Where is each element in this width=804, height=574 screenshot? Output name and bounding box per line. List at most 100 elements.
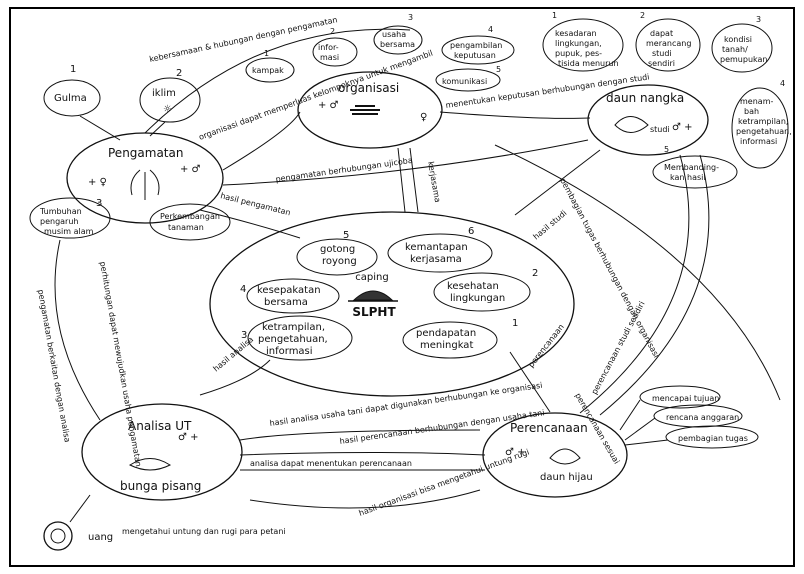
kesehatan-node: kesehatan lingkungan 2 [433,268,538,312]
merancang-label-3: studi [652,49,672,58]
gulma-label: Gulma [54,93,87,104]
male-symbols: + ♂ [180,164,201,175]
edge-label-12: analisa dapat menentukan perencanaan [250,459,412,468]
green-leaf-icon [549,448,581,465]
kesadaran-label-2: lingkungan, [555,39,602,48]
menambah-label-2: bah [744,107,759,116]
group-icon [350,105,380,115]
perkembangan-node: Perkembangan tanaman [149,203,231,241]
organisasi-node: organisasi + ♂ ♀ [297,71,443,149]
merancang-label-4: sendiri [648,59,675,68]
usaha-num: 3 [408,13,413,22]
kampak-num: 1 [264,49,269,58]
komunikasi-label: komunikasi [442,77,487,86]
leaf-icon [614,116,649,133]
kesepakatan-label-1: kesepakatan [257,285,321,296]
pembagian-label: pembagian tugas [678,434,748,443]
kampak-label: kampak [252,66,284,75]
caping-label: caping [355,272,388,283]
daun-nangka-label: daun nangka [606,91,684,105]
kemantapan-label-2: kerjasama [410,254,462,265]
dapat-merancang-node: dapat merancang studi sendiri [635,18,701,72]
kesadaran-node: kesadaran lingkungan, pupuk, pes- tisida… [542,18,624,72]
pendapatan-label-2: meningkat [420,340,473,351]
membandingkan-label-2: kan hasil [670,173,706,182]
pengambilan-node: pengambilan keputusan [441,35,515,65]
tumbuhan-label-3: musim alam [44,227,94,236]
banana-flower-icon [128,458,172,471]
kesehatan-label-1: kesehatan [447,281,499,292]
mencapai-label: mencapai tujuan [652,394,719,403]
membandingkan-node: Membanding- kan hasil [652,155,738,189]
tumbuhan-label-1: Tumbuhan [39,207,82,216]
kondisi-num: 3 [756,15,761,24]
menambah-num: 4 [780,79,785,88]
gulma-node: Gulma 1 [43,64,101,117]
analisa-symbols: ♂ + [178,432,199,443]
diagram-frame [9,7,795,567]
menambah-label-5: informasi [740,137,777,146]
ketrampilan-label-3: informasi [266,346,313,357]
central-ellipse [209,211,575,397]
studi-label: studi [650,125,670,134]
membandingkan-num: 5 [664,145,669,154]
iklim-node: iklim ☼ 2 [139,68,201,123]
organisasi-label: organisasi [338,81,399,95]
kesadaran-label-4: tisida menurun [558,59,619,68]
kesadaran-label-1: kesadaran [555,29,597,38]
menambah-label-3: ketrampilan, [738,117,788,126]
pengambilan-label-1: pengambilan [450,41,502,50]
gotong-royong-num: 5 [343,230,349,241]
usaha-label-1: usaha [382,30,406,39]
informasi-org-num: 2 [330,27,335,36]
mencapai-node: mencapai tujuan [639,385,721,409]
plant-icon [130,169,160,200]
organisasi-symbols-right: ♀ [420,112,427,123]
perencanaan-node: Perencanaan ♂ + daun hijau [482,412,628,498]
pendapatan-num: 1 [512,318,518,329]
kondisi-label-3: pemupukan [720,55,767,64]
analisa-node: Analisa UT ♂ + bunga pisang [81,403,243,501]
slpht-label: SLPHT [352,305,396,319]
usaha-label-2: bersama [380,40,415,49]
uang-node: uang mengetahui untung dan rugi para pet… [43,521,286,551]
uang-note: mengetahui untung dan rugi para petani [122,527,286,536]
pendapatan-label-1: pendapatan [416,328,476,339]
informasi-org-label-1: infor- [318,43,339,52]
gotong-royong-label-2: royong [322,256,357,267]
perencanaan-label: Perencanaan [510,421,588,435]
kesepakatan-label-2: bersama [264,297,308,308]
rencana-label: rencana anggaran [666,413,739,422]
ketrampilan-num: 3 [241,330,247,341]
daun-nangka-node: daun nangka studi ♂ + [587,84,709,156]
merancang-num: 2 [640,11,645,20]
membandingkan-label-1: Membanding- [664,163,719,172]
tumbuhan-label-2: pengaruh [40,217,78,226]
kesehatan-num: 2 [532,268,538,279]
perkembangan-label-1: Perkembangan [160,212,220,221]
gotong-royong-node: gotong royong 5 [296,230,378,276]
caping-hat-icon [348,290,398,302]
gulma-num: 1 [70,64,76,75]
kemantapan-node: kemantapan kerjasama 6 [387,226,493,273]
rencana-node: rencana anggaran [653,404,743,428]
menambah-node: menam- bah ketrampilan, pengetahuan, inf… [731,87,792,169]
merancang-label-1: dapat [650,29,673,38]
komunikasi-node: komunikasi [435,68,501,92]
komunikasi-num: 5 [496,65,501,74]
informasi-org-node: infor- masi [312,37,358,67]
pengambilan-num: 4 [488,25,493,34]
sun-icon: ☼ [163,104,172,115]
daun-hijau-label: daun hijau [540,472,593,483]
kemantapan-label-1: kemantapan [405,242,468,253]
kampak-node: kampak [245,57,295,83]
perkembangan-label-2: tanaman [168,223,204,232]
iklim-num: 2 [176,68,182,79]
merancang-label-2: merancang [646,39,691,48]
kemantapan-num: 6 [468,226,474,237]
analisa-label: Analisa UT [128,419,192,433]
perencanaan-symbols: ♂ + [505,447,526,458]
kesehatan-label-2: lingkungan [450,293,505,304]
kesadaran-label-3: pupuk, pes- [555,49,602,58]
